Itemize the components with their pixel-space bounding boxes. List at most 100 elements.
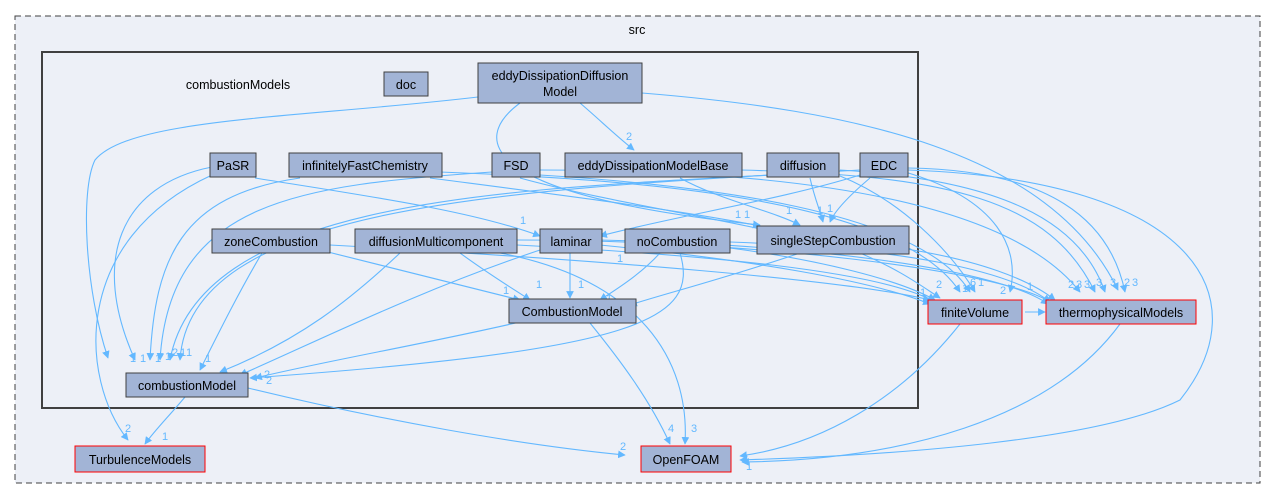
edge-label: 1 [162,431,168,443]
edge-label: 1 [503,285,509,297]
edge-label: 3 [1132,277,1138,289]
edge-label: 1 [817,205,823,217]
edge-label: 1 [520,215,526,227]
node-openfoam[interactable]: OpenFOAM [640,445,732,473]
node-laminar[interactable]: laminar [539,228,603,254]
edge-cm-turb [144,396,186,445]
edge-fsd-cm [156,171,493,361]
edge-label: 3 [1084,279,1090,291]
edge-label: 6 [970,277,976,289]
edge-label: 1 [827,203,833,215]
edge-label: 1 [617,253,623,265]
node-eddydissipationmodelbase[interactable]: eddyDissipationModelBase [564,152,743,178]
node-thermophysicalmodels-label: thermophysicalModels [1059,306,1183,320]
edge-label: 3 [1076,279,1082,291]
edge-pasr-laminar [254,177,541,238]
edge-label: 2 [264,369,270,381]
edge-fsd-sss [519,177,766,233]
node-edc[interactable]: EDC [859,152,909,178]
node-eddydissipationdiffusionmodel-label-line2: Model [543,85,577,99]
edge-label: 1 [786,205,792,217]
node-zonecombustion[interactable]: zoneCombustion [211,228,331,254]
edge-label: 1 [140,353,146,365]
cluster-src-label: src [629,23,646,37]
node-singlestepcombustion-label: singleStepCombustion [770,234,895,248]
edge-sss-fv [859,252,941,299]
node-finitevolume-label: finiteVolume [941,306,1009,320]
node-nocombustion[interactable]: noCombustion [624,228,731,254]
edge-label: 2 [125,423,131,435]
node-openfoam-label: OpenFOAM [653,453,720,467]
edge-label: 3 [1110,277,1116,289]
node-fsd-label: FSD [504,159,529,173]
edge-cm-of [247,387,626,459]
edge-diffusion-cm [167,174,771,361]
edge-label: 2 [1068,279,1074,291]
node-combustionmodel-template[interactable]: CombustionModel [508,298,637,324]
node-pasr[interactable]: PaSR [209,152,257,178]
edge-label: 1 [536,279,542,291]
edge-CM-cm [254,321,521,381]
node-nocombustion-label: noCombustion [637,235,718,249]
node-eddydissipationdiffusionmodel-label-line1: eddyDissipationDiffusion [492,69,629,83]
edge-ifc-sss [429,177,761,229]
edge-label: 1 [920,287,926,299]
edge-pasr-cm [113,166,213,361]
node-eddydissipationmodelbase-label: eddyDissipationModelBase [578,159,729,173]
edge-label: 2 [626,131,632,143]
node-eddydissipationdiffusionmodel[interactable]: eddyDissipationDiffusion Model [477,62,643,104]
node-edc-label: EDC [871,159,897,173]
edge-fv-of [739,323,961,459]
edge-ifc-cm [146,177,301,361]
edge-label: 1 [746,461,752,473]
node-diffusionmulticomponent-label: diffusionMulticomponent [369,235,504,249]
node-singlestepcombustion[interactable]: singleStepCombustion [756,225,910,255]
edge-label: 1 [978,277,984,289]
edge-sss-CM [629,252,801,307]
node-diffusionmulticomponent[interactable]: diffusionMulticomponent [354,228,518,254]
edge-eddy-cm [85,96,479,359]
edge-diffusion-sss [809,177,826,223]
edge-nocomb-cm [249,252,684,382]
edge-label: 3 [1096,277,1102,289]
edge-label: 1 [186,347,192,359]
node-laminar-label: laminar [551,235,592,249]
edge-label: 2 [172,347,178,359]
edge-label: 2 [742,453,748,465]
edge-CM-of [589,322,671,445]
node-diffusion[interactable]: diffusion [766,152,840,178]
node-combustionmodel-label: combustionModel [138,379,236,393]
edge-dmc-of [499,252,690,445]
node-pasr-label: PaSR [217,159,250,173]
node-fsd[interactable]: FSD [491,152,541,178]
edge-label: 1 [205,353,211,365]
node-diffusion-label: diffusion [780,159,826,173]
edge-label: 2 [1124,277,1130,289]
edge-label: 3 [691,423,697,435]
node-thermophysicalmodels[interactable]: thermophysicalModels [1045,299,1197,325]
node-infinitelyfastchemistry-label: infinitelyFastChemistry [302,159,428,173]
edge-edc-cm [176,169,861,361]
edge-edc-of [739,169,1213,464]
node-turbulencemodels[interactable]: TurbulenceModels [74,445,206,473]
node-zonecombustion-label: zoneCombustion [224,235,318,249]
edge-edc-thermo [907,167,1128,293]
edge-label: 1 [744,209,750,221]
edge-zone-cm [199,252,263,371]
edge-label: 2 [266,375,272,387]
edge-label: 1 [180,347,186,359]
edge-label: 1 [165,351,171,363]
edge-edc-sss [829,177,871,223]
node-doc[interactable]: doc [383,71,429,97]
edge-label: 1 [155,353,161,365]
edge-label: 1 [130,353,136,365]
node-infinitelyfastchemistry[interactable]: infinitelyFastChemistry [288,152,443,178]
node-combustionmodel[interactable]: combustionModel [125,372,249,398]
node-turbulencemodels-label: TurbulenceModels [89,453,191,467]
edge-label: 1 [1027,281,1033,293]
edge-eddy-edmb [579,102,635,151]
edge-fsd-fv [539,174,971,293]
edge-pasr-turb [95,174,213,441]
node-finitevolume[interactable]: finiteVolume [927,299,1023,325]
